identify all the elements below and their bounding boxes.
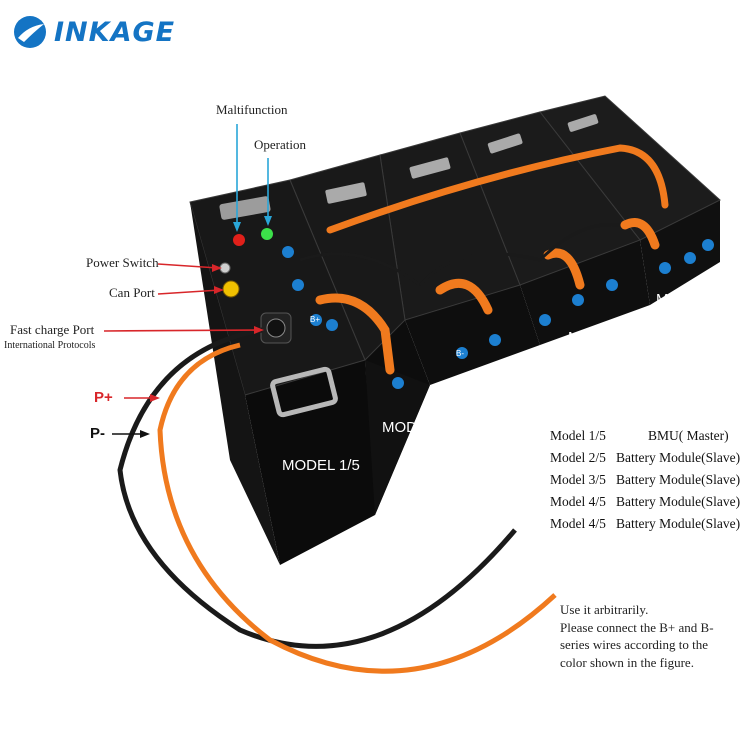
note-line: Please connect the B+ and B- [560, 619, 714, 635]
orange-jumper-cables [315, 144, 669, 375]
callout-can-port: Can Port [109, 285, 155, 300]
module-label-2: MODEL 2/5 [382, 419, 460, 436]
terminal-markers [282, 239, 714, 389]
can-port-socket[interactable] [222, 280, 240, 298]
module-4-handle [487, 133, 523, 154]
module-1-top-handle [219, 196, 271, 220]
positive-output-cable [157, 342, 557, 674]
terminal-label-minus: B- [456, 349, 464, 358]
module-1-body [189, 179, 375, 565]
callout-pointers [103, 124, 269, 435]
callout-multifunction: Maltifunction [216, 102, 288, 117]
brand-name: INKAGE [54, 16, 176, 48]
logo-icon [14, 16, 46, 48]
negative-output-cable [117, 327, 517, 649]
module-2-body [289, 154, 430, 515]
pole-negative: P- [90, 425, 105, 442]
callout-fast-charge: Fast charge Port [10, 322, 95, 337]
module-3-handle [409, 157, 451, 179]
comm-cables [299, 222, 621, 287]
module-label-5: MODEL 5/5 [656, 291, 734, 308]
callout-power-switch: Power Switch [86, 255, 159, 270]
operation-led [261, 228, 273, 240]
callout-protocols: International Protocols [4, 340, 96, 351]
module-2-handle [325, 182, 367, 204]
note-line: color shown in the figure. [560, 654, 694, 670]
module-5-handle [567, 114, 599, 132]
module-label-1: MODEL 1/5 [282, 457, 360, 474]
pointer-arrowheads [140, 216, 272, 438]
pole-positive: P+ [94, 389, 113, 406]
module-1-front-handle [270, 366, 338, 418]
wiring-note: Use it arbitrarily. Please connect the B… [560, 601, 714, 671]
multifunction-led [233, 234, 245, 246]
note-line: Use it arbitrarily. [560, 602, 649, 617]
brand-logo: INKAGE [10, 12, 175, 52]
module-label-4: MODEL 4/5 [568, 329, 646, 346]
callout-operation: Operation [254, 137, 306, 152]
terminal-label-plus: B+ [310, 315, 320, 324]
note-line: series wires according to the [560, 637, 709, 652]
module-label-3: MODEL 3/5 [475, 372, 553, 389]
